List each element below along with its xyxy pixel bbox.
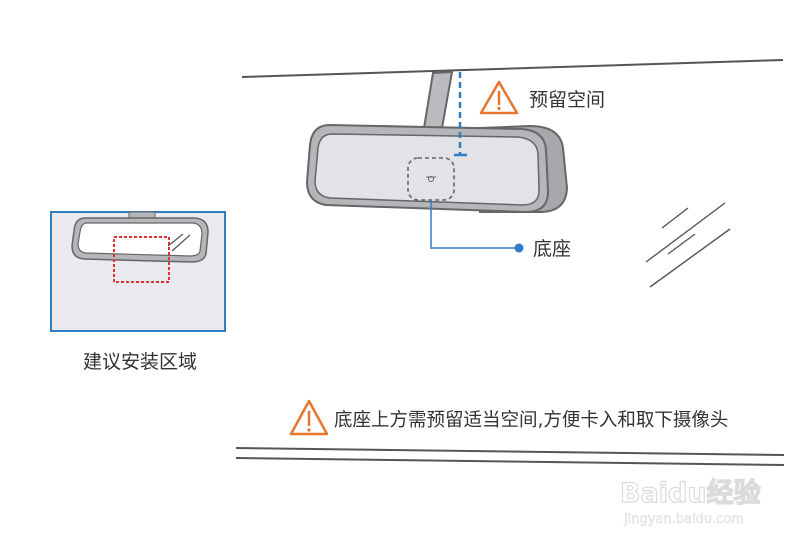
baidu-watermark: Baidu经验 jingyan.baidu.com [619,476,761,527]
base-leader-line [430,200,516,249]
mirror-stem [422,70,454,129]
dashboard-edge-lower [235,457,785,466]
leader-dot-icon [514,243,524,253]
inset-mirror-glass [77,222,203,257]
mirror-glass [314,133,540,206]
recommended-zone-label: 建议安装区域 [83,351,197,373]
warning-triangle-icon [289,399,329,436]
watermark-brand: Baidu经验 [620,477,761,509]
dashboard-edge-upper [235,447,785,456]
reserve-space-label: 预留空间 [529,89,605,111]
glass-reflection-lines [645,202,731,288]
recommended-zone-marker [113,236,170,283]
warning-note: 底座上方需预留适当空间,方便卡入和取下摄像头 [334,410,728,431]
mount-base-label: 底座 [533,238,571,260]
windshield-top-edge [241,59,784,78]
camera-lens-icon [426,176,436,182]
watermark-url: jingyan.baidu.com [623,512,744,527]
recommended-zone-inset [50,211,226,332]
warning-triangle-icon [479,80,519,115]
